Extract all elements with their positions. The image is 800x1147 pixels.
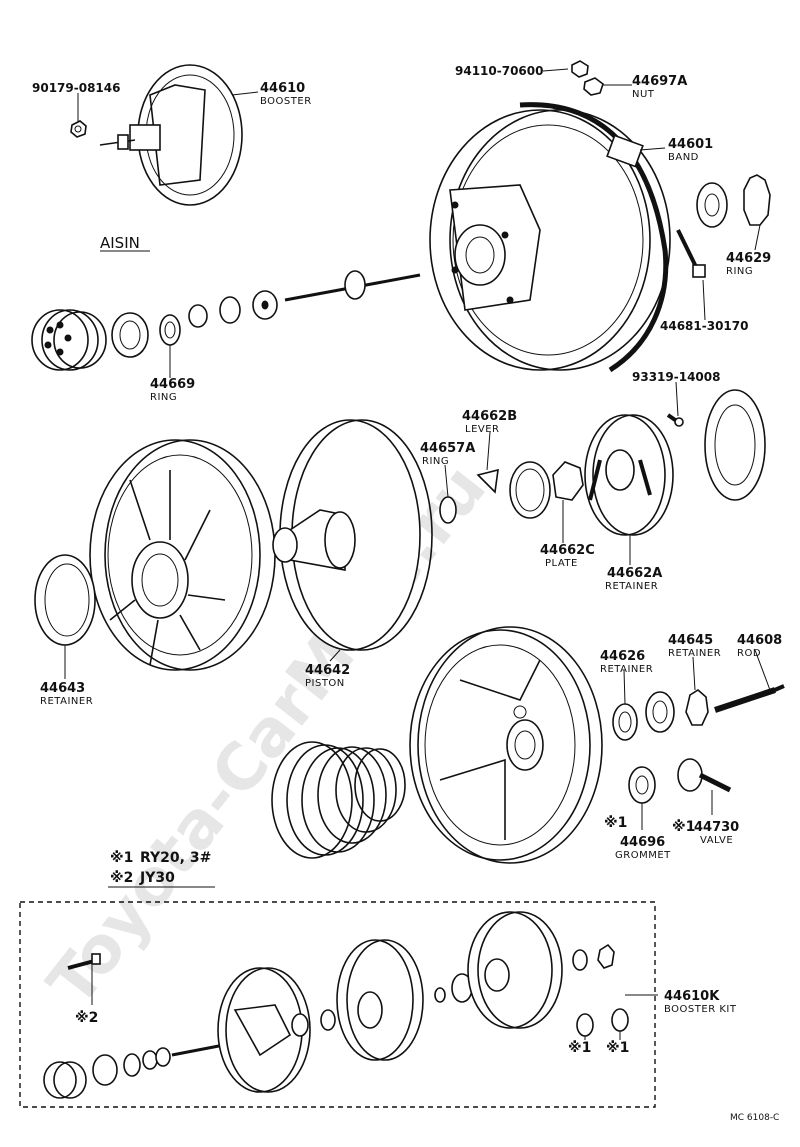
label-44657A: 44657A — [420, 441, 475, 456]
label-44642-name: PISTON — [305, 678, 345, 689]
rear-body-drawing — [409, 626, 603, 864]
piston-drawing — [272, 419, 433, 651]
label-44610: 44610 — [260, 81, 305, 96]
note-1-mark: ※1 — [110, 850, 133, 866]
label-44642: 44642 — [305, 663, 350, 678]
note-1-text: RY20, 3# — [140, 850, 211, 866]
kit-mark-1a: ※1 — [568, 1040, 591, 1056]
nut-90179-08146-drawing — [70, 120, 87, 138]
label-44662C: 44662C — [540, 543, 595, 558]
label-44626-name: RETAINER — [600, 664, 653, 675]
mark-44730: ※1 — [672, 819, 695, 835]
label-44662B-name: LEVER — [465, 424, 500, 435]
label-44669-name: RING — [150, 392, 177, 403]
label-44662B: 44662B — [462, 409, 517, 424]
booster-kit-box — [19, 901, 656, 1108]
boot-drawing — [271, 741, 406, 859]
label-44669: 44669 — [150, 377, 195, 392]
label-44697A-name: NUT — [632, 89, 655, 100]
label-44643: 44643 — [40, 681, 85, 696]
label-44730-name: VALVE — [700, 835, 733, 846]
label-94110-70600: 94110-70600 — [455, 64, 543, 78]
label-44626: 44626 — [600, 649, 645, 664]
label-44696-name: GROMMET — [615, 850, 671, 861]
label-44610-name: BOOSTER — [260, 96, 312, 107]
label-44629-name: RING — [726, 266, 753, 277]
label-44610K: 44610K — [664, 989, 720, 1004]
label-44657A-name: RING — [422, 456, 449, 467]
label-44608: 44608 — [737, 633, 782, 648]
label-44601: 44601 — [668, 137, 713, 152]
label-44697A: 44697A — [632, 74, 687, 89]
label-44662A-name: RETAINER — [605, 581, 658, 592]
figure-code: MC 6108-C — [730, 1113, 779, 1123]
label-44645: 44645 — [668, 633, 713, 648]
kit-parts-drawing — [43, 911, 629, 1099]
kit-mark-1b: ※1 — [606, 1040, 629, 1056]
rear-shell-drawing — [89, 439, 276, 671]
brand-label: AISIN — [100, 234, 140, 252]
front-shell-drawing — [429, 109, 671, 371]
label-44696: 44696 — [620, 835, 665, 850]
label-44645-name: RETAINER — [668, 648, 721, 659]
label-44681-30170: 44681-30170 — [660, 319, 748, 333]
booster-assembly-drawing — [99, 64, 243, 206]
seal-bellows-stack-drawing — [31, 270, 421, 371]
kit-mark-2: ※2 — [75, 1010, 98, 1026]
leader-lines — [64, 68, 771, 1040]
label-44730: 44730 — [694, 820, 739, 835]
label-90179-08146: 90179-08146 — [32, 81, 120, 95]
mark-44696: ※1 — [604, 815, 627, 831]
label-44662A: 44662A — [607, 566, 662, 581]
label-44643-name: RETAINER — [40, 696, 93, 707]
note-2-mark: ※2 — [110, 870, 133, 886]
label-44629: 44629 — [726, 251, 771, 266]
label-93319-14008: 93319-14008 — [632, 370, 720, 384]
label-44662C-name: PLATE — [545, 558, 578, 569]
label-44601-name: BAND — [668, 152, 699, 163]
label-44610K-name: BOOSTER KIT — [664, 1004, 737, 1015]
label-44608-name: ROD — [737, 648, 761, 659]
note-2-text: JY30 — [139, 870, 175, 886]
